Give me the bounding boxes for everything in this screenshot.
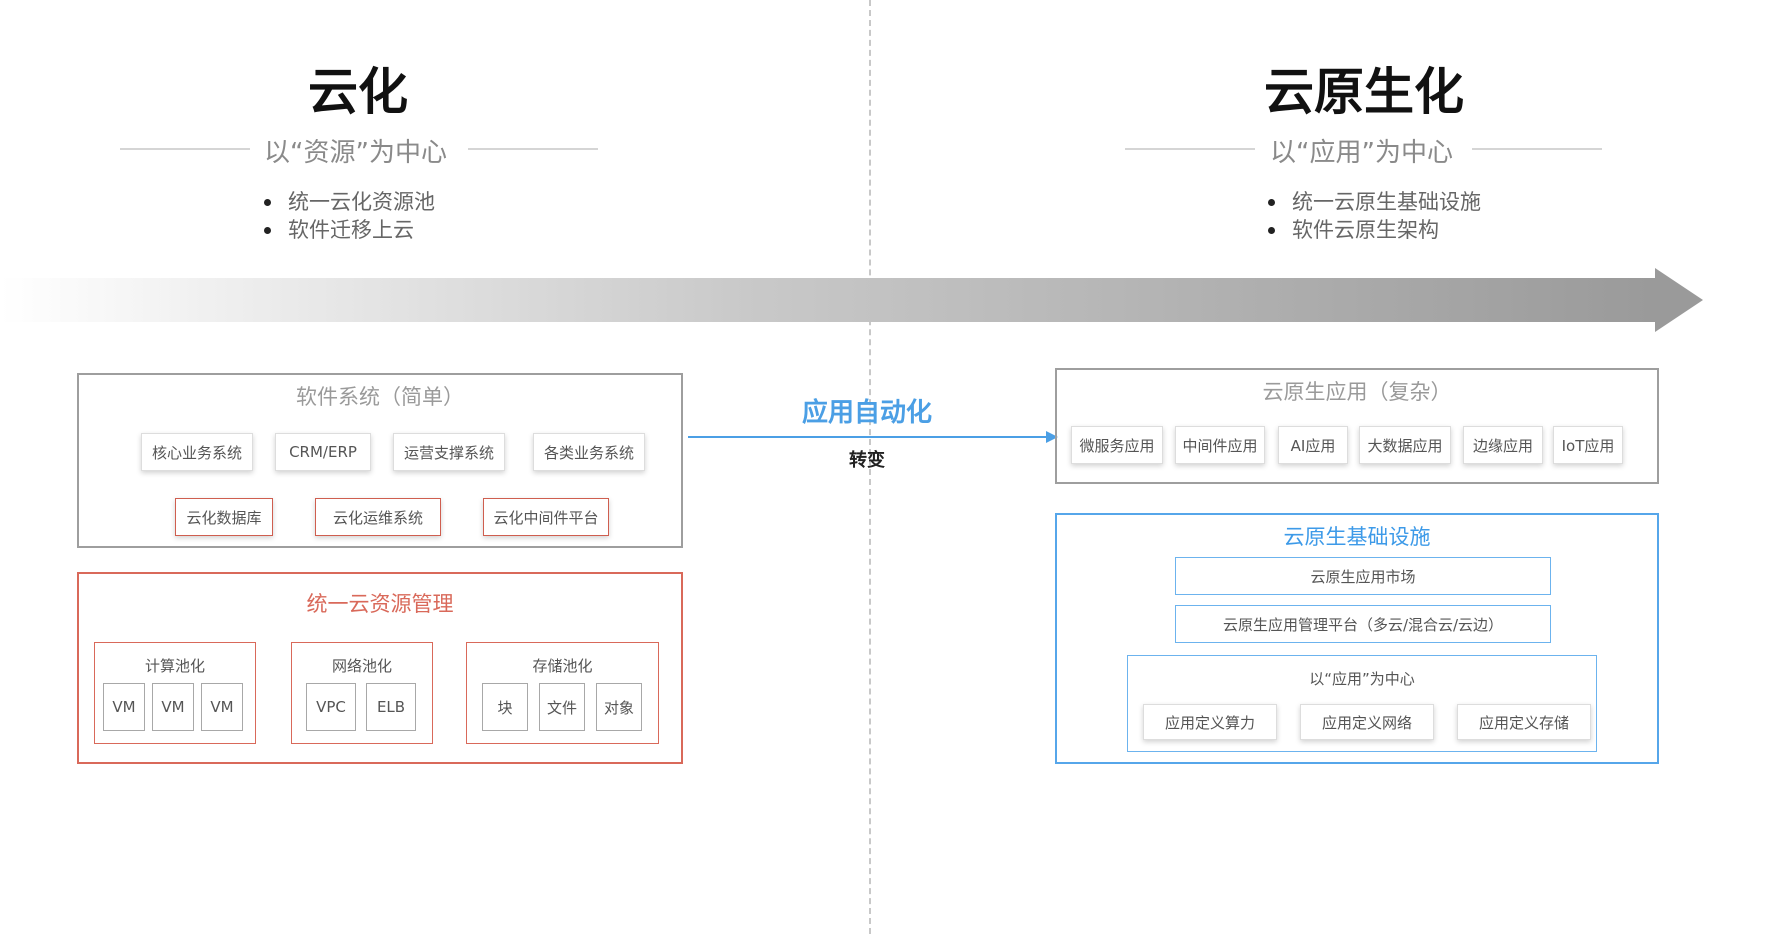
right-bullet-1: 统一云原生基础设施 bbox=[1262, 188, 1481, 216]
vm-box-3: VM bbox=[201, 683, 243, 731]
transition-label: 转变 bbox=[849, 450, 885, 471]
storage-pool-group: 存储池化 块 文件 对象 bbox=[466, 642, 659, 744]
cloud-native-app-mgmt-platform-box: 云原生应用管理平台（多云/混合云/云边） bbox=[1175, 605, 1551, 643]
evolution-arrow-shaft bbox=[0, 278, 1655, 322]
microservice-app-box: 微服务应用 bbox=[1071, 426, 1163, 464]
vpc-box: VPC bbox=[306, 683, 356, 731]
transition-arrow-line bbox=[688, 436, 1046, 438]
right-subtitle: 以“应用”为中心 bbox=[1270, 138, 1453, 168]
app-defined-storage-box: 应用定义存储 bbox=[1457, 704, 1591, 740]
bigdata-app-box: 大数据应用 bbox=[1359, 426, 1451, 464]
compute-pool-group: 计算池化 VM VM VM bbox=[94, 642, 256, 744]
right-title: 云原生化 bbox=[1264, 63, 1464, 121]
network-pool-title: 网络池化 bbox=[331, 657, 392, 675]
app-defined-network-box: 应用定义网络 bbox=[1300, 704, 1434, 740]
vm-box-2: VM bbox=[152, 683, 194, 731]
app-automation-label: 应用自动化 bbox=[801, 398, 932, 428]
crm-erp-box: CRM/ERP bbox=[275, 433, 371, 471]
elb-box: ELB bbox=[366, 683, 416, 731]
object-storage-box: 对象 bbox=[596, 683, 642, 731]
evolution-arrow-head bbox=[1655, 268, 1703, 332]
ops-support-system-box: 运营支撑系统 bbox=[393, 433, 505, 471]
app-defined-compute-box: 应用定义算力 bbox=[1143, 704, 1277, 740]
cloud-native-apps-title: 云原生应用（复杂） bbox=[1262, 380, 1452, 404]
right-subtitle-rule-right bbox=[1472, 148, 1602, 150]
app-centric-group: 以“应用”为中心 应用定义算力 应用定义网络 应用定义存储 bbox=[1127, 655, 1597, 752]
compute-pool-title: 计算池化 bbox=[144, 657, 205, 675]
vm-box-1: VM bbox=[103, 683, 145, 731]
right-bullet-list: 统一云原生基础设施 软件云原生架构 bbox=[1262, 188, 1481, 244]
cloud-ops-system-box: 云化运维系统 bbox=[315, 498, 441, 536]
left-subtitle-rule-right bbox=[468, 148, 598, 150]
core-business-system-box: 核心业务系统 bbox=[141, 433, 253, 471]
cloud-database-box: 云化数据库 bbox=[175, 498, 273, 536]
ai-app-box: AI应用 bbox=[1278, 426, 1348, 464]
unified-resource-panel: 统一云资源管理 计算池化 VM VM VM 网络池化 VPC ELB 存储池化 … bbox=[77, 572, 683, 764]
center-divider bbox=[869, 0, 871, 934]
cloud-native-infra-panel: 云原生基础设施 云原生应用市场 云原生应用管理平台（多云/混合云/云边） 以“应… bbox=[1055, 513, 1659, 764]
left-subtitle: 以“资源”为中心 bbox=[264, 138, 447, 168]
right-subtitle-rule-left bbox=[1125, 148, 1255, 150]
storage-pool-title: 存储池化 bbox=[532, 657, 593, 675]
edge-app-box: 边缘应用 bbox=[1463, 426, 1543, 464]
iot-app-box: IoT应用 bbox=[1553, 426, 1623, 464]
app-centric-title: 以“应用”为中心 bbox=[1309, 670, 1415, 688]
network-pool-group: 网络池化 VPC ELB bbox=[291, 642, 433, 744]
middleware-app-box: 中间件应用 bbox=[1175, 426, 1265, 464]
cloud-native-apps-panel: 云原生应用（复杂） 微服务应用 中间件应用 AI应用 大数据应用 边缘应用 Io… bbox=[1055, 368, 1659, 484]
unified-resource-title: 统一云资源管理 bbox=[306, 592, 454, 616]
left-bullet-1: 统一云化资源池 bbox=[258, 188, 435, 216]
right-bullet-2: 软件云原生架构 bbox=[1262, 216, 1481, 244]
left-subtitle-rule-left bbox=[120, 148, 250, 150]
software-system-title: 软件系统（简单） bbox=[296, 385, 464, 409]
file-storage-box: 文件 bbox=[539, 683, 585, 731]
block-storage-box: 块 bbox=[482, 683, 528, 731]
cloud-native-app-market-box: 云原生应用市场 bbox=[1175, 557, 1551, 595]
left-title: 云化 bbox=[308, 63, 408, 121]
cloud-middleware-platform-box: 云化中间件平台 bbox=[483, 498, 609, 536]
various-business-system-box: 各类业务系统 bbox=[533, 433, 645, 471]
cloud-native-infra-title: 云原生基础设施 bbox=[1283, 525, 1431, 549]
left-bullet-list: 统一云化资源池 软件迁移上云 bbox=[258, 188, 435, 244]
software-system-panel: 软件系统（简单） 核心业务系统 CRM/ERP 运营支撑系统 各类业务系统 云化… bbox=[77, 373, 683, 548]
left-bullet-2: 软件迁移上云 bbox=[258, 216, 435, 244]
